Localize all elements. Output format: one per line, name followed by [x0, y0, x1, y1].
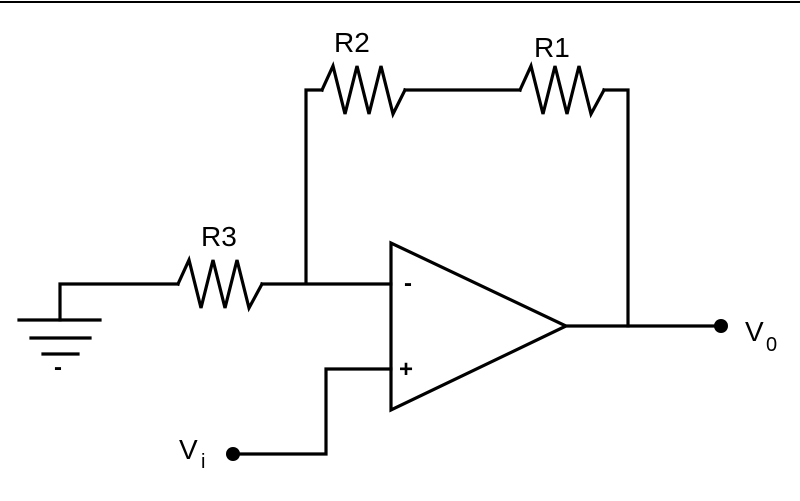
wire-noninverting-input: [232, 367, 393, 456]
input-label-subscript: i: [201, 451, 205, 473]
resistor-r1: [517, 61, 607, 119]
op-amp-triangle: [389, 240, 570, 413]
input-terminal-dot: [226, 447, 240, 461]
r3-label: R3: [201, 221, 237, 252]
ground-mark: -: [54, 354, 62, 381]
feedback-wire-left: [304, 88, 324, 285]
resistor-r2: [319, 61, 408, 119]
r2-label: R2: [334, 27, 370, 58]
output-label-subscript: 0: [766, 334, 777, 356]
inverting-input-sign: -: [404, 270, 412, 297]
noninverting-input-sign: +: [399, 356, 413, 383]
input-label-main: V: [179, 434, 198, 465]
output-label-main: V: [745, 316, 764, 347]
ground-wire: [58, 282, 180, 322]
output-terminal-dot: [714, 319, 728, 333]
resistor-r3: [175, 255, 265, 313]
feedback-wire-right: [602, 88, 630, 328]
r1-label: R1: [534, 32, 570, 63]
